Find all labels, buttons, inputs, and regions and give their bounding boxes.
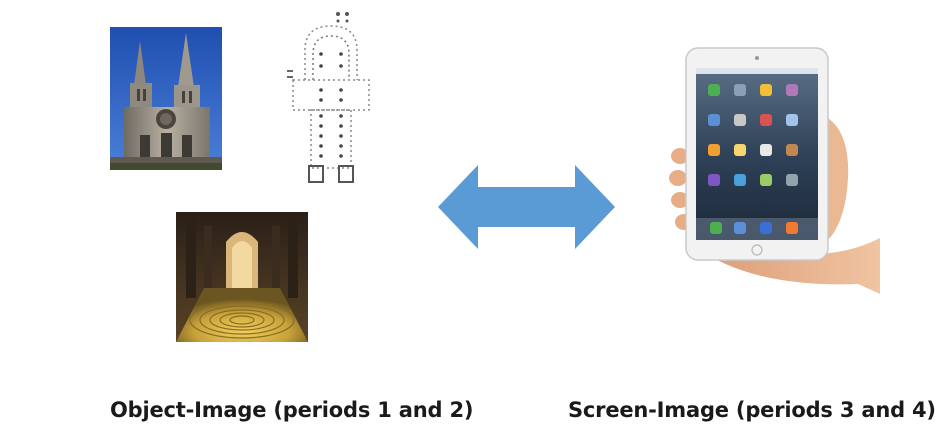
double-headed-arrow-icon [438, 165, 615, 249]
tablet-in-hand-image [668, 38, 880, 294]
cathedral-interior-image [176, 212, 308, 342]
object-image-caption: Object-Image (periods 1 and 2) [110, 398, 474, 422]
cathedral-floor-plan-image [283, 10, 379, 186]
screen-image-caption: Screen-Image (periods 3 and 4) [568, 398, 936, 422]
cathedral-facade-image [110, 27, 222, 170]
